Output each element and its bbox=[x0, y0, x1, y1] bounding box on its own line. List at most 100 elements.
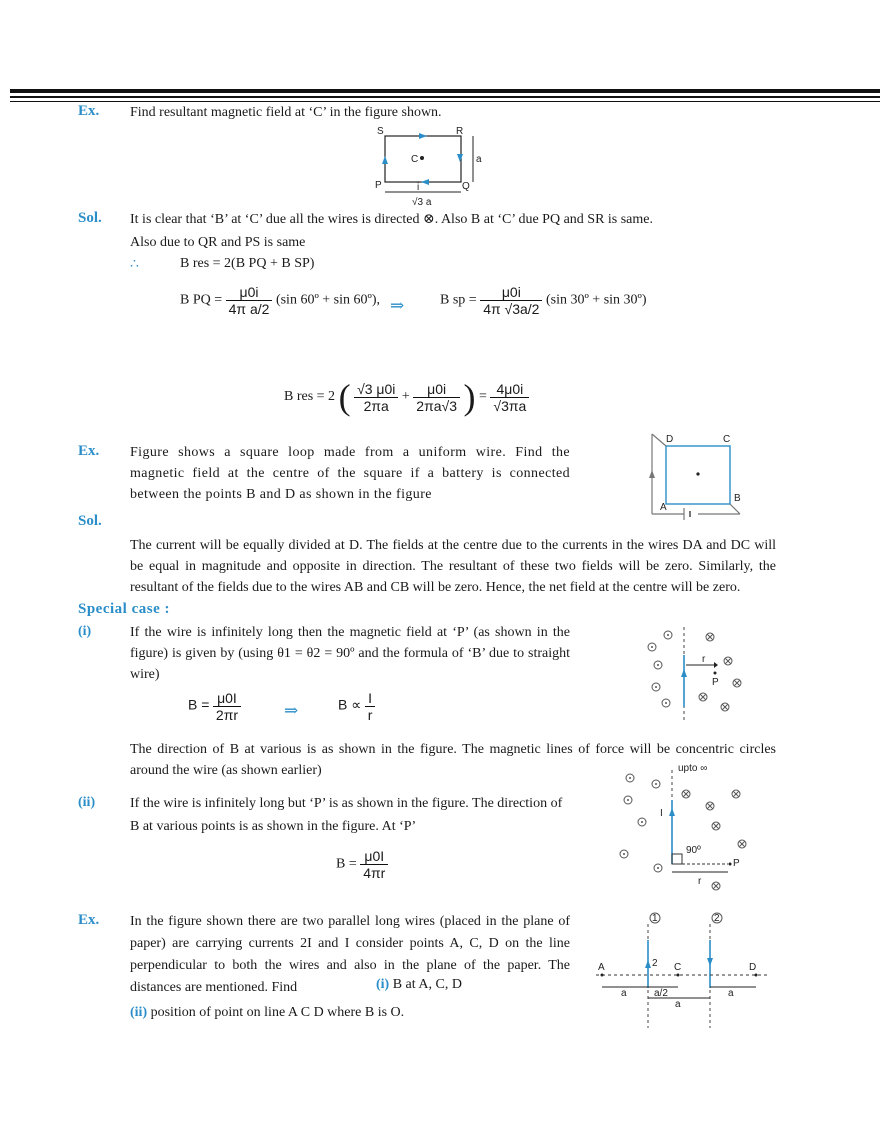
ex3-part-i-label: (i) bbox=[376, 977, 390, 992]
bres-final-equation: B res = 2 ( √3 μ0i 2πa + μ0i 2πa√3 ) = 4… bbox=[284, 376, 530, 418]
case-i-equation: B = μ0I 2πr bbox=[188, 690, 242, 723]
fig1-label-r: R bbox=[456, 126, 463, 137]
result-fraction: 4μ0i √3πa bbox=[490, 380, 530, 414]
case-ii-den: 4πr bbox=[360, 864, 389, 881]
case-ii-text2: B at various points is as shown in the f… bbox=[130, 819, 417, 834]
bsp-equation: B sp = μ0i 4π √3a/2 (sin 30º + sin 30º) bbox=[440, 284, 647, 317]
bres-equation: B res = 2(B PQ + B SP) bbox=[180, 256, 315, 271]
wire2-label-p: P bbox=[733, 858, 740, 869]
ex3-parts: (i) B at A, C, D bbox=[376, 977, 462, 993]
bpq-equation: B PQ = μ0i 4π a/2 (sin 60º + sin 60º), bbox=[180, 284, 380, 317]
sol2-label: Sol. bbox=[78, 513, 102, 529]
term2-den: 2πa√3 bbox=[413, 396, 460, 414]
ex3-label: Ex. bbox=[78, 912, 100, 928]
case-i-fraction: μ0I 2πr bbox=[212, 690, 242, 723]
bsp-den: 4π √3a/2 bbox=[480, 300, 543, 317]
bpq-lhs: B PQ = bbox=[180, 292, 223, 308]
sol1-line2: Also due to QR and PS is same bbox=[130, 235, 306, 250]
bsp-num: μ0i bbox=[501, 284, 521, 300]
ex3-part-i-text: B at A, C, D bbox=[392, 977, 462, 992]
bpq-tail: (sin 60º + sin 60º), bbox=[275, 292, 381, 308]
term1-den: 2πa bbox=[354, 396, 399, 414]
wires-label-d: D bbox=[749, 962, 756, 973]
sq-label-b: B bbox=[734, 493, 741, 504]
wires-dist-a2: a bbox=[675, 999, 681, 1010]
case-i-lhs: B = bbox=[188, 696, 210, 713]
ex1-label: Ex. bbox=[78, 103, 100, 119]
wires-dist-a1: a bbox=[621, 988, 627, 999]
square-loop-figure: D C B A bbox=[649, 433, 741, 520]
header-rule-thin bbox=[10, 101, 880, 102]
ex3-part-ii-text: position of point on line A C D where B … bbox=[150, 1005, 405, 1020]
ex1-loop-figure: S R P Q C a i √3 a bbox=[375, 126, 482, 208]
implies-arrow-2: ⇒ bbox=[284, 701, 299, 720]
wires-dist-a3: a bbox=[728, 988, 734, 999]
case-ii-equation: B = μ0I 4πr bbox=[336, 848, 389, 881]
sq-label-c: C bbox=[723, 434, 730, 445]
wires-label-current: 2 bbox=[652, 958, 658, 969]
ex3-part-ii-label: (ii) bbox=[130, 1005, 148, 1020]
case-ii-fraction: μ0I 4πr bbox=[360, 848, 389, 881]
fig1-label-p: P bbox=[375, 180, 382, 191]
bsp-lhs: B sp = bbox=[440, 292, 477, 308]
fig1-label-s: S bbox=[377, 126, 384, 137]
wires-label-1: 1 bbox=[652, 913, 658, 924]
wires-dist-half: a/2 bbox=[654, 988, 668, 999]
wires-label-a: A bbox=[598, 962, 605, 973]
fig1-label-c: C bbox=[411, 154, 418, 165]
ex3-text: In the figure shown there are two parall… bbox=[130, 914, 570, 995]
prop-den: r bbox=[364, 706, 376, 723]
bsp-tail: (sin 30º + sin 30º) bbox=[545, 292, 647, 308]
bres-final-lhs: B res = 2 bbox=[284, 389, 336, 405]
sol1-line1: It is clear that ‘B’ at ‘C’ due all the … bbox=[130, 212, 654, 227]
result-den: √3πa bbox=[490, 396, 530, 414]
prop-fraction: I r bbox=[364, 690, 376, 723]
bpq-fraction: μ0i 4π a/2 bbox=[225, 284, 273, 317]
case-i-num: μ0I bbox=[217, 690, 237, 706]
bpq-num: μ0i bbox=[239, 284, 259, 300]
ex2-text: Figure shows a square loop made from a u… bbox=[130, 445, 570, 502]
case-ii-lhs: B = bbox=[336, 856, 357, 872]
plus-sign: + bbox=[401, 389, 410, 405]
parallel-wires-figure: 1 2 A C D 2 a a/2 a a bbox=[596, 912, 768, 1028]
wire2-label-r: r bbox=[698, 876, 702, 887]
sol1-label: Sol. bbox=[78, 210, 102, 226]
sq-label-a: A bbox=[660, 502, 667, 513]
ex2-label: Ex. bbox=[78, 443, 100, 459]
ex3-part-ii: (ii) position of point on line A C D whe… bbox=[130, 1005, 404, 1021]
term1-fraction: √3 μ0i 2πa bbox=[354, 380, 399, 414]
wires-label-2: 2 bbox=[714, 913, 720, 924]
wire2-label-angle: 90º bbox=[686, 845, 701, 856]
sq-label-d: D bbox=[666, 434, 673, 445]
term2-num: μ0i bbox=[427, 380, 447, 397]
wire1-label-r: r bbox=[702, 654, 706, 665]
infinite-wire-figure: r P bbox=[647, 627, 742, 723]
term1-num: √3 μ0i bbox=[357, 380, 396, 397]
fig1-label-base: √3 a bbox=[412, 196, 432, 208]
term2-fraction: μ0i 2πa√3 bbox=[413, 381, 460, 414]
wire1-label-p: P bbox=[712, 677, 719, 688]
case-i-label: (i) bbox=[78, 624, 92, 639]
equals-sign: = bbox=[479, 389, 487, 405]
implies-arrow-1: ⇒ bbox=[390, 296, 405, 315]
prop-num: I bbox=[368, 690, 373, 706]
fig1-label-i: i bbox=[417, 182, 419, 193]
special-heading: Special case : bbox=[78, 601, 170, 617]
direction-text: The direction of B at various is as show… bbox=[130, 742, 776, 778]
case-ii-text1: If the wire is infinitely long but ‘P’ i… bbox=[130, 796, 563, 811]
wires-label-c: C bbox=[674, 962, 681, 973]
proportional-equation: B ∝ I r bbox=[338, 690, 376, 723]
ex1-question: Find resultant magnetic field at ‘C’ in … bbox=[130, 105, 442, 120]
bpq-den: 4π a/2 bbox=[225, 300, 273, 317]
result-num: 4μ0i bbox=[496, 380, 524, 397]
case-i-den: 2πr bbox=[212, 706, 242, 723]
semi-infinite-wire-figure: upto ∞ I 90º P r bbox=[619, 763, 747, 891]
fig1-label-a: a bbox=[476, 154, 482, 165]
sol2-text: The current will be equally divided at D… bbox=[130, 538, 776, 595]
header-rule-thick bbox=[10, 89, 880, 93]
bsp-fraction: μ0i 4π √3a/2 bbox=[480, 284, 543, 317]
wire2-label-upto: upto ∞ bbox=[678, 763, 707, 774]
case-ii-label: (ii) bbox=[78, 795, 96, 810]
wire2-label-i: I bbox=[660, 808, 663, 819]
prop-lhs: B ∝ bbox=[338, 696, 362, 713]
